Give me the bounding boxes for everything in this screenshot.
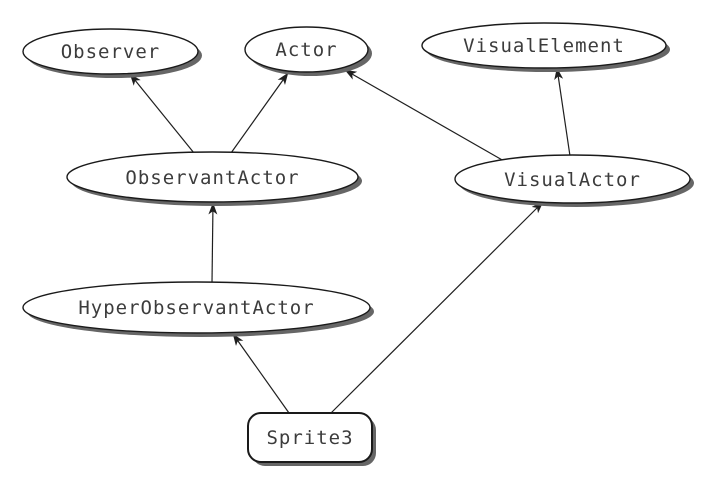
- node-hyper-observant-actor: HyperObservantActor: [22, 281, 374, 337]
- node-observant-actor: ObservantActor: [66, 151, 362, 206]
- edge-sprite3-to-visualactor: [330, 201, 544, 414]
- node-observer-label: Observer: [61, 41, 161, 63]
- node-actor-label: Actor: [275, 39, 337, 61]
- node-sprite3: Sprite3: [247, 412, 376, 466]
- edge-sprite3-to-hyperobservantactor: [232, 333, 290, 414]
- edge-observantactor-to-observer: [129, 73, 195, 154]
- edge-visualactor-to-visualelement: [554, 67, 571, 157]
- node-visual-element: VisualElement: [421, 22, 670, 72]
- node-hyper-observant-actor-label: HyperObservantActor: [78, 297, 314, 319]
- node-visual-actor-label: VisualActor: [504, 169, 641, 191]
- node-visual-element-label: VisualElement: [463, 35, 625, 57]
- node-actor: Actor: [244, 26, 372, 76]
- edge-observantactor-to-actor: [230, 72, 289, 154]
- node-observant-actor-label: ObservantActor: [125, 167, 299, 189]
- edge-hyperobservantactor-to-observantactor: [208, 202, 218, 284]
- node-visual-actor: VisualActor: [454, 154, 694, 207]
- node-observer: Observer: [22, 28, 202, 78]
- edge-visualactor-to-actor: [344, 69, 505, 162]
- node-sprite3-label: Sprite3: [266, 427, 353, 449]
